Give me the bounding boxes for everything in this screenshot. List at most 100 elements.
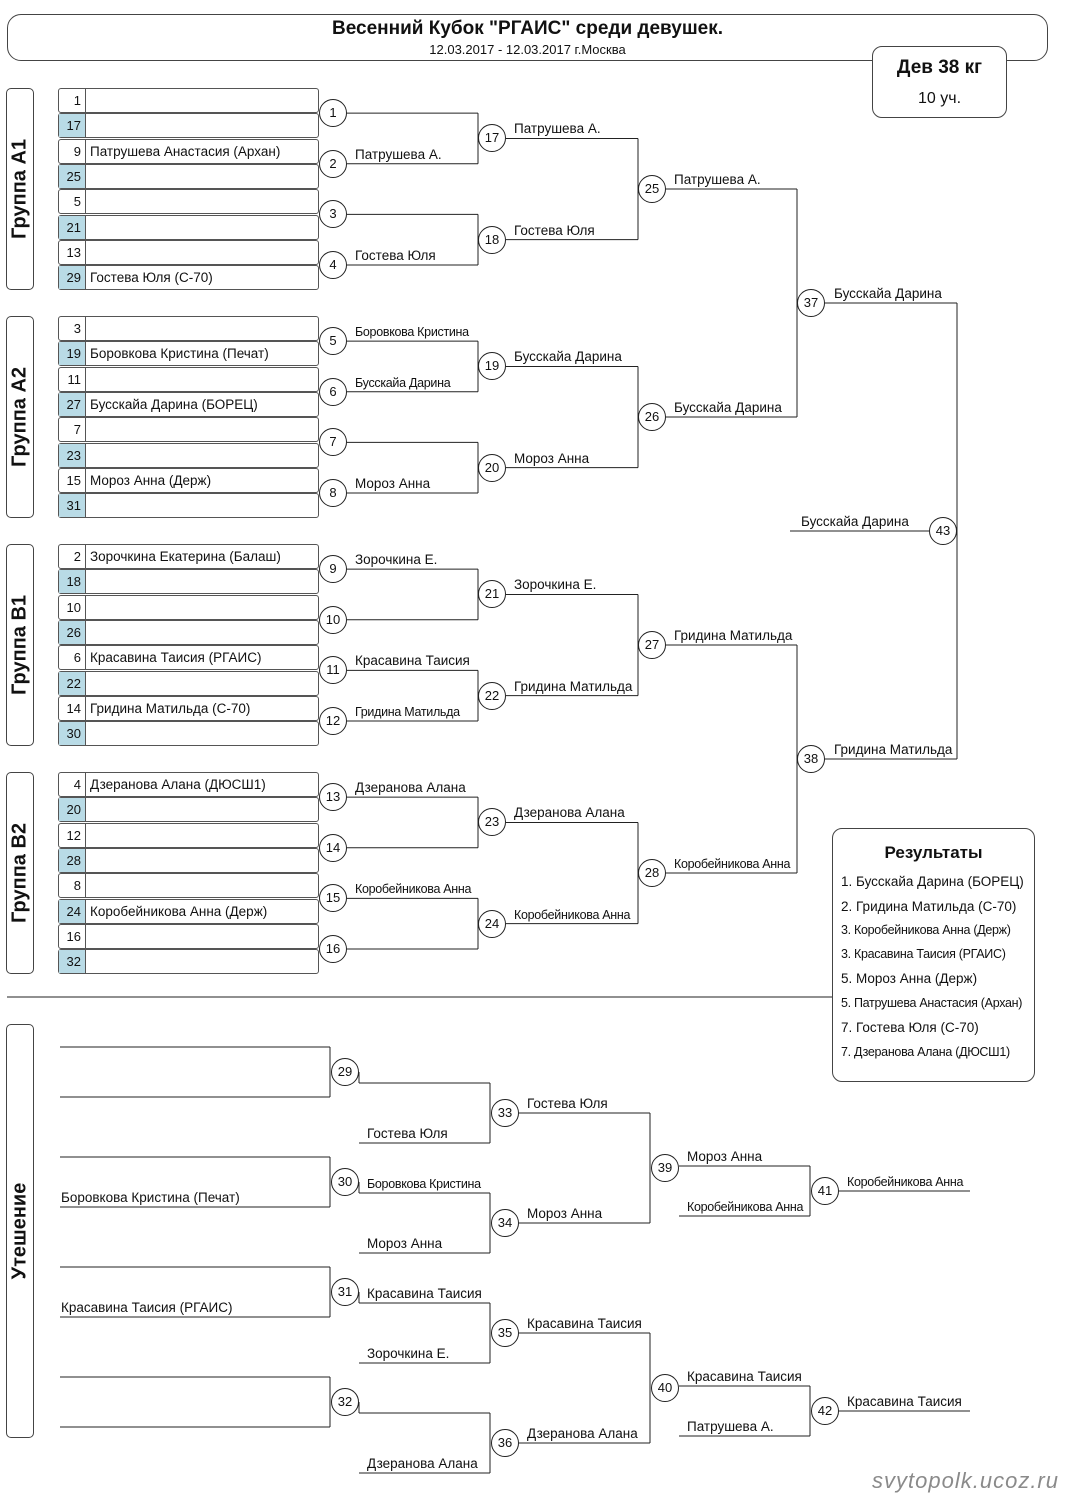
winner-label: Патрушева А. <box>514 121 601 137</box>
match-number: 27 <box>638 631 666 660</box>
seed-number: 22 <box>59 671 86 695</box>
winner-label: Дзеранова Алана <box>527 1426 638 1441</box>
match-number: 4 <box>319 250 347 279</box>
seed-number: 4 <box>59 773 86 796</box>
winner-label: Гридина Матильда <box>355 704 460 719</box>
match-number: 1 <box>319 99 347 128</box>
match-number: 2 <box>319 149 347 178</box>
seed-number: 25 <box>59 164 86 188</box>
seed-number: 3 <box>59 317 86 340</box>
bronze-winner: Коробейникова Анна <box>847 1175 964 1189</box>
winner-label: Зорочкина Е. <box>355 552 438 568</box>
header-box: Весенний Кубок "РГАИС" среди девушек. 12… <box>7 14 1048 61</box>
consolation-label: Утешение <box>6 1024 34 1438</box>
winner-label: Красавина Таисия <box>367 1286 482 1301</box>
consolation-loser: Коробейникова Анна <box>687 1200 804 1214</box>
weight-category: Дев 38 кг <box>896 57 983 78</box>
match-number: 24 <box>478 909 506 938</box>
seed-number: 27 <box>59 392 86 416</box>
seed-number: 19 <box>59 342 86 366</box>
event-date: 12.03.2017 - 12.03.2017 г.Москва <box>429 42 626 57</box>
seed-number: 1 <box>59 89 86 112</box>
winner-label: Красавина Таисия <box>527 1316 642 1331</box>
consolation-loser: Мороз Анна <box>367 1236 443 1251</box>
winner-label: Боровкова Кристина <box>367 1177 481 1191</box>
results-title: Результаты <box>884 843 983 862</box>
match-number: 37 <box>797 289 825 318</box>
group-a2-label: Группа А2 <box>6 316 34 518</box>
match-number: 26 <box>638 403 666 432</box>
participant-row: 17 <box>58 113 319 139</box>
winner-label: Бусскайа Дарина <box>355 375 451 390</box>
winner-label: Боровкова Кристина <box>355 325 469 340</box>
result-item: 7. Гостева Юля (С-70) <box>841 1020 979 1035</box>
winner-label: Гостева Юля <box>514 222 595 238</box>
match-number: 40 <box>651 1374 679 1402</box>
seed-number: 15 <box>59 468 86 492</box>
match-number: 32 <box>331 1388 359 1416</box>
participant-name: Гридина Матильда (С-70) <box>90 700 251 716</box>
match-number: 15 <box>319 884 347 913</box>
match-number: 28 <box>638 859 666 888</box>
winner-label: Патрушева А. <box>674 172 761 188</box>
match-number: 10 <box>319 605 347 634</box>
match-number: 23 <box>478 808 506 837</box>
match-number: 29 <box>331 1058 359 1086</box>
seed-number: 20 <box>59 798 86 822</box>
match-number: 13 <box>319 783 347 812</box>
match-number: 38 <box>797 745 825 774</box>
seed-number: 24 <box>59 899 86 923</box>
result-item: 1. Бусскайа Дарина (БОРЕЦ) <box>841 874 1024 889</box>
participant-row: 22 <box>58 670 319 696</box>
winner-label: Дзеранова Алана <box>355 780 466 796</box>
participant-name: Боровкова Кристина (Печат) <box>90 346 269 362</box>
participant-name: Дзеранова Алана (ДЮСШ1) <box>90 777 266 792</box>
participant-row: 18 <box>58 569 319 595</box>
participant-row: 13 <box>58 239 319 265</box>
consolation-loser: Дзеранова Алана <box>367 1456 478 1471</box>
watermark: svytopolk.ucoz.ru <box>872 1468 1059 1493</box>
participant-row: 11 <box>58 366 319 392</box>
match-number: 7 <box>319 428 347 457</box>
result-item: 3. Красавина Таисия (РГАИС) <box>841 947 1006 961</box>
seed-number: 12 <box>59 823 86 847</box>
participant-row: 8 <box>58 873 319 899</box>
match-number: 39 <box>651 1154 679 1182</box>
match-number: 11 <box>319 656 347 685</box>
participant-row: 20 <box>58 797 319 823</box>
winner-label: Гостева Юля <box>527 1096 608 1111</box>
seed-number: 11 <box>59 367 86 391</box>
seed-number: 13 <box>59 240 86 264</box>
winner-label: Дзеранова Алана <box>514 805 625 821</box>
match-number: 34 <box>491 1209 519 1237</box>
seed-number: 14 <box>59 696 86 720</box>
participant-name: Зорочкина Екатерина (Балаш) <box>90 549 281 564</box>
group-b2-label: Группа В2 <box>6 772 34 974</box>
result-item: 5. Мороз Анна (Держ) <box>841 971 978 986</box>
result-item: 5. Патрушева Анастасия (Архан) <box>841 996 1023 1010</box>
match-number: 5 <box>319 327 347 356</box>
seed-number: 9 <box>59 139 86 163</box>
page-title: Весенний Кубок "РГАИС" среди девушек. <box>331 18 724 39</box>
winner-label: Коробейникова Анна <box>514 907 631 922</box>
participant-row: 16 <box>58 923 319 949</box>
participant-name: Патрушева Анастасия (Архан) <box>90 143 281 159</box>
group-a1-label: Группа А1 <box>6 88 34 290</box>
match-number: 30 <box>331 1168 359 1196</box>
winner-label: Красавина Таисия <box>687 1369 802 1384</box>
participant-row: 5 <box>58 189 319 215</box>
match-number: 17 <box>478 124 506 153</box>
bronze-winner: Красавина Таисия <box>847 1394 962 1409</box>
winner-label: Коробейникова Анна <box>674 857 791 872</box>
participant-name: Бусскайа Дарина (БОРЕЦ) <box>90 396 258 412</box>
consolation-entry: Красавина Таисия (РГАИС) <box>61 1300 233 1315</box>
seed-number: 26 <box>59 620 86 644</box>
consolation-loser: Патрушева А. <box>687 1419 774 1434</box>
consolation-loser: Гостева Юля <box>367 1126 448 1141</box>
results-box: Результаты 1. Бусскайа Дарина (БОРЕЦ) 2.… <box>832 828 1035 1082</box>
result-item: 2. Гридина Матильда (С-70) <box>841 899 1017 914</box>
